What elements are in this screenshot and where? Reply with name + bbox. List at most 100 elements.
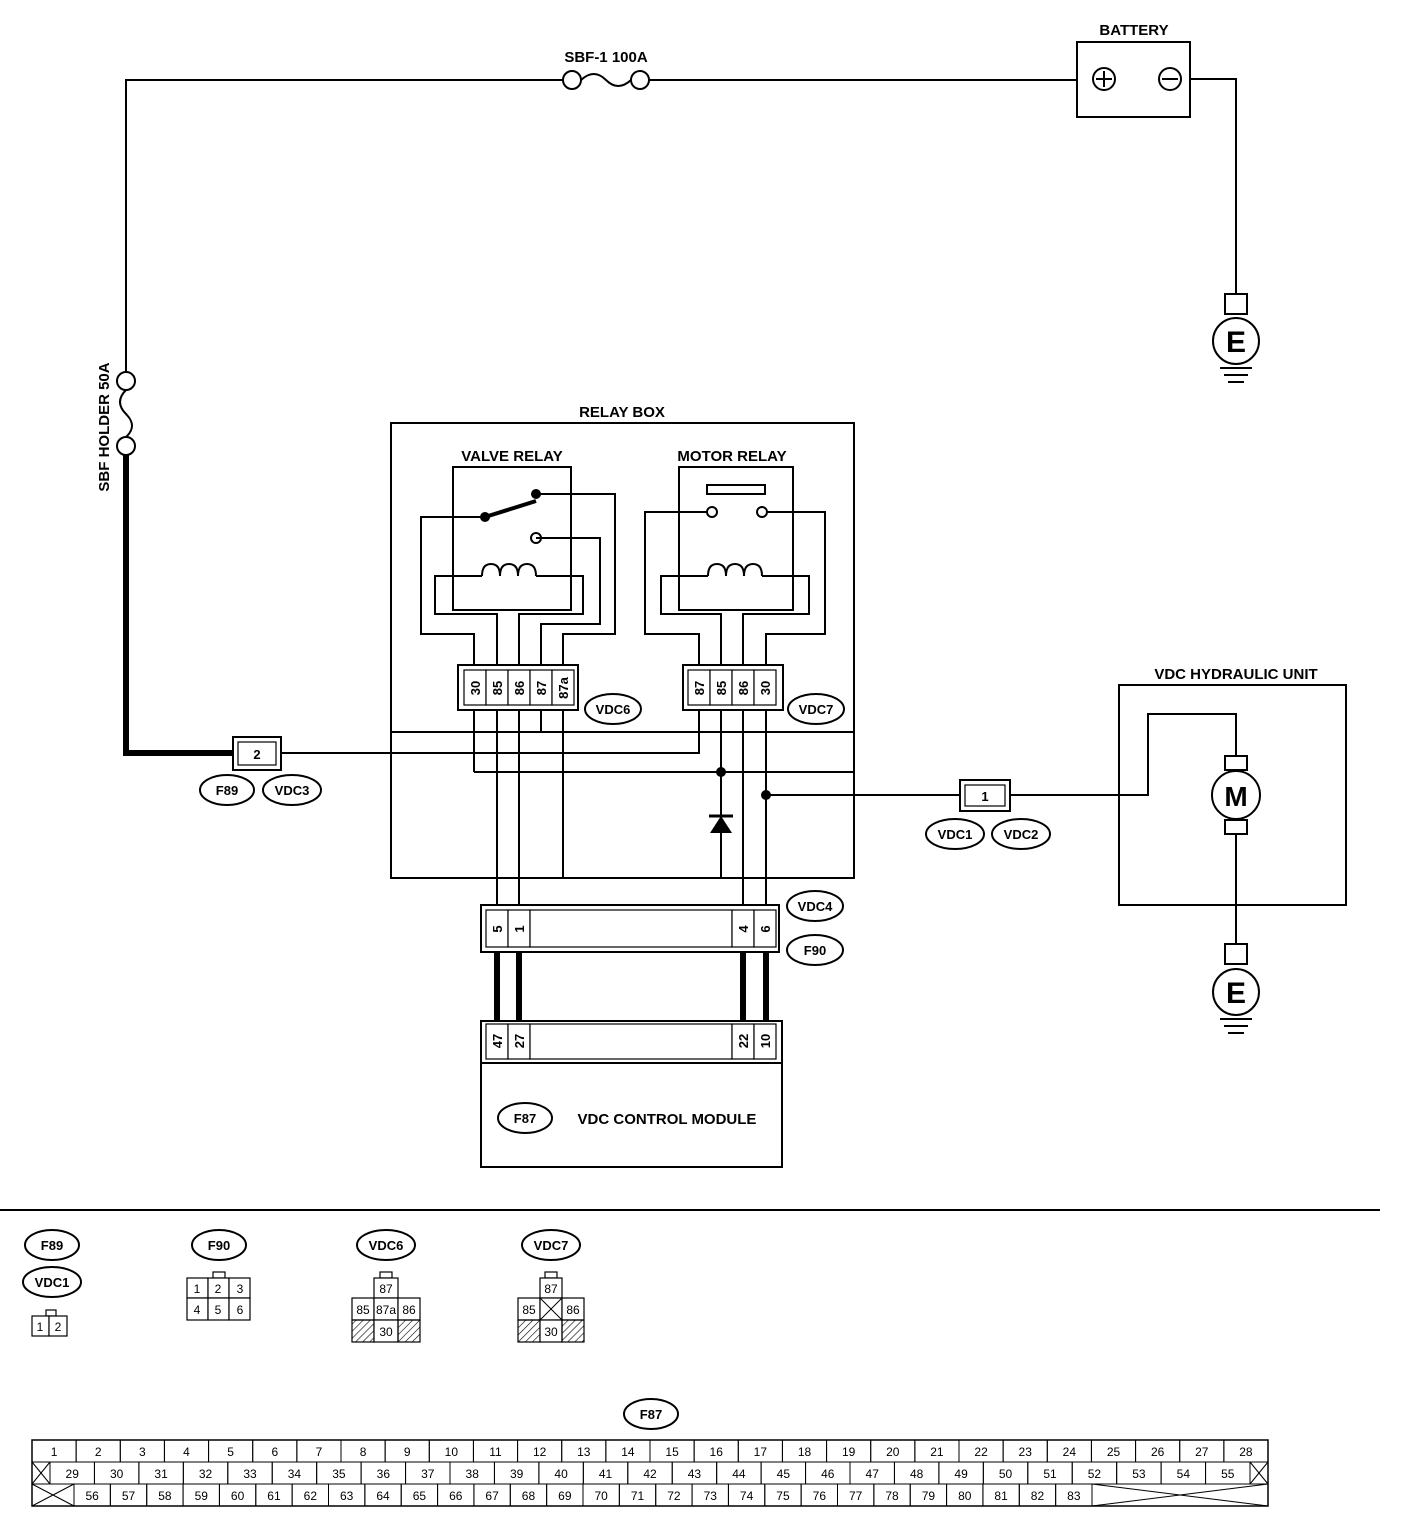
f87-pin-17: 17 xyxy=(754,1445,768,1459)
f87-pin-40: 40 xyxy=(554,1467,568,1481)
f87-pin-81: 81 xyxy=(994,1489,1008,1503)
ground-icon: E xyxy=(1212,293,1260,383)
vdc1-code: VDC1 xyxy=(938,827,973,842)
relay-box-wiring xyxy=(392,710,854,905)
f87-pin-5: 5 xyxy=(227,1445,234,1459)
legend-f89: F89 VDC1 1 2 xyxy=(22,1229,82,1337)
f87-pin-65: 65 xyxy=(413,1489,427,1503)
f87-pin-16: 16 xyxy=(710,1445,724,1459)
f87-pin-46: 46 xyxy=(821,1467,835,1481)
vdc7-pin-87: 87 xyxy=(692,681,707,695)
legend-vdc7-code: VDC7 xyxy=(534,1238,569,1253)
f87-pin-10: 10 xyxy=(445,1445,459,1459)
f89-code: F89 xyxy=(216,783,238,798)
legend-f90-pin2: 2 xyxy=(215,1282,222,1296)
f87-pin-21: 21 xyxy=(930,1445,944,1459)
legend-vdc7-bottom: 30 xyxy=(544,1325,558,1339)
f87-pin-48: 48 xyxy=(910,1467,924,1481)
legend-f89-code: F89 xyxy=(41,1238,63,1253)
f87-pin-52: 52 xyxy=(1088,1467,1102,1481)
f87-pin-39: 39 xyxy=(510,1467,524,1481)
power-circuit: SBF-1 100A BATTERY E SBF HOLDER 50 xyxy=(96,22,1260,756)
valve-relay-label: VALVE RELAY xyxy=(461,448,562,465)
f87-pin-29: 29 xyxy=(66,1467,80,1481)
f87-pin-56: 56 xyxy=(85,1489,99,1503)
f87-pin-49: 49 xyxy=(954,1467,968,1481)
legend-vdc7-top: 87 xyxy=(544,1282,558,1296)
main-fuse-label: SBF-1 100A xyxy=(564,49,648,66)
f87-pin-67: 67 xyxy=(485,1489,499,1503)
hydraulic-unit: VDC HYDRAULIC UNIT M xyxy=(1118,666,1347,944)
wire-thick-holder xyxy=(123,455,236,756)
f87-code: F87 xyxy=(514,1111,536,1126)
vdc7-pin-85: 85 xyxy=(714,681,729,695)
f87-pin-55: 55 xyxy=(1221,1467,1235,1481)
vdc7-code: VDC7 xyxy=(799,702,834,717)
f87-pin-47: 47 xyxy=(866,1467,880,1481)
legend-f90-pin5: 5 xyxy=(215,1303,222,1317)
f87-pin-4: 4 xyxy=(183,1445,190,1459)
f87-pin-59: 59 xyxy=(195,1489,209,1503)
f87-pin-36: 36 xyxy=(377,1467,391,1481)
legend-vdc7-86: 86 xyxy=(566,1303,580,1317)
f87-pin-68: 68 xyxy=(522,1489,536,1503)
f87-pin-7: 7 xyxy=(316,1445,323,1459)
f87-pin-24: 24 xyxy=(1063,1445,1077,1459)
f87-pin-62: 62 xyxy=(304,1489,318,1503)
f87-pin-19: 19 xyxy=(842,1445,856,1459)
f87-pin-31: 31 xyxy=(154,1467,168,1481)
f87-pin-27: 27 xyxy=(512,1034,527,1048)
f87-pin-35: 35 xyxy=(332,1467,346,1481)
f90-pin-5: 5 xyxy=(490,925,505,932)
f90-pin-4: 4 xyxy=(736,925,751,933)
vdc7-pin-30: 30 xyxy=(758,681,773,695)
f87-pin-50: 50 xyxy=(999,1467,1013,1481)
f87-pin-75: 75 xyxy=(776,1489,790,1503)
vdc6-pin-87: 87 xyxy=(534,681,549,695)
legend-vdc6-87a: 87a xyxy=(376,1303,396,1317)
f87-pin-25: 25 xyxy=(1107,1445,1121,1459)
legend-f89-pin1: 1 xyxy=(37,1320,44,1334)
valve-relay: VALVE RELAY 30 85 86 87 xyxy=(420,448,642,725)
vdc2-code: VDC2 xyxy=(1004,827,1039,842)
f90-pin-6: 6 xyxy=(758,925,773,932)
f87-pin-33: 33 xyxy=(243,1467,257,1481)
control-module-label: VDC CONTROL MODULE xyxy=(578,1111,757,1128)
f87-pin-30: 30 xyxy=(110,1467,124,1481)
f87-pin-83: 83 xyxy=(1067,1489,1081,1503)
f87-pin-69: 69 xyxy=(558,1489,572,1503)
f87-pin-38: 38 xyxy=(466,1467,480,1481)
f87-pin-42: 42 xyxy=(643,1467,657,1481)
f87-pin-82: 82 xyxy=(1031,1489,1045,1503)
f87-pin-28: 28 xyxy=(1239,1445,1253,1459)
legend-f89-pin2: 2 xyxy=(55,1320,62,1334)
vdc6-code: VDC6 xyxy=(596,702,631,717)
f87-pin-41: 41 xyxy=(599,1467,613,1481)
vdc4-code: VDC4 xyxy=(798,899,833,914)
f87-pin-63: 63 xyxy=(340,1489,354,1503)
f87-pin-23: 23 xyxy=(1019,1445,1033,1459)
connector-vdc1: 1 VDC1 VDC2 xyxy=(925,779,1051,850)
f87-pin-3: 3 xyxy=(139,1445,146,1459)
control-module: 47 27 22 10 F87 VDC CONTROL MODULE xyxy=(480,1020,783,1168)
battery-label: BATTERY xyxy=(1099,22,1168,39)
f87-pin-22: 22 xyxy=(974,1445,988,1459)
f87-pin-57: 57 xyxy=(122,1489,136,1503)
f87-pin-27: 27 xyxy=(1195,1445,1209,1459)
f87-pin-18: 18 xyxy=(798,1445,812,1459)
legend-vdc6: VDC6 87 85 87a 86 30 xyxy=(351,1229,421,1343)
vdc7-pin-86: 86 xyxy=(736,681,751,695)
legend-f90-pin1: 1 xyxy=(194,1282,201,1296)
f87-pin-78: 78 xyxy=(885,1489,899,1503)
f87-pin-20: 20 xyxy=(886,1445,900,1459)
vdc6-pin-30: 30 xyxy=(468,681,483,695)
f87-pin-60: 60 xyxy=(231,1489,245,1503)
legend-vdc7-85: 85 xyxy=(522,1303,536,1317)
f87-pin-9: 9 xyxy=(404,1445,411,1459)
f87-pin-34: 34 xyxy=(288,1467,302,1481)
f87-pin-76: 76 xyxy=(813,1489,827,1503)
legend-vdc1-code: VDC1 xyxy=(35,1275,70,1290)
legend-f90-code: F90 xyxy=(208,1238,230,1253)
f87-pin-22: 22 xyxy=(736,1034,751,1048)
